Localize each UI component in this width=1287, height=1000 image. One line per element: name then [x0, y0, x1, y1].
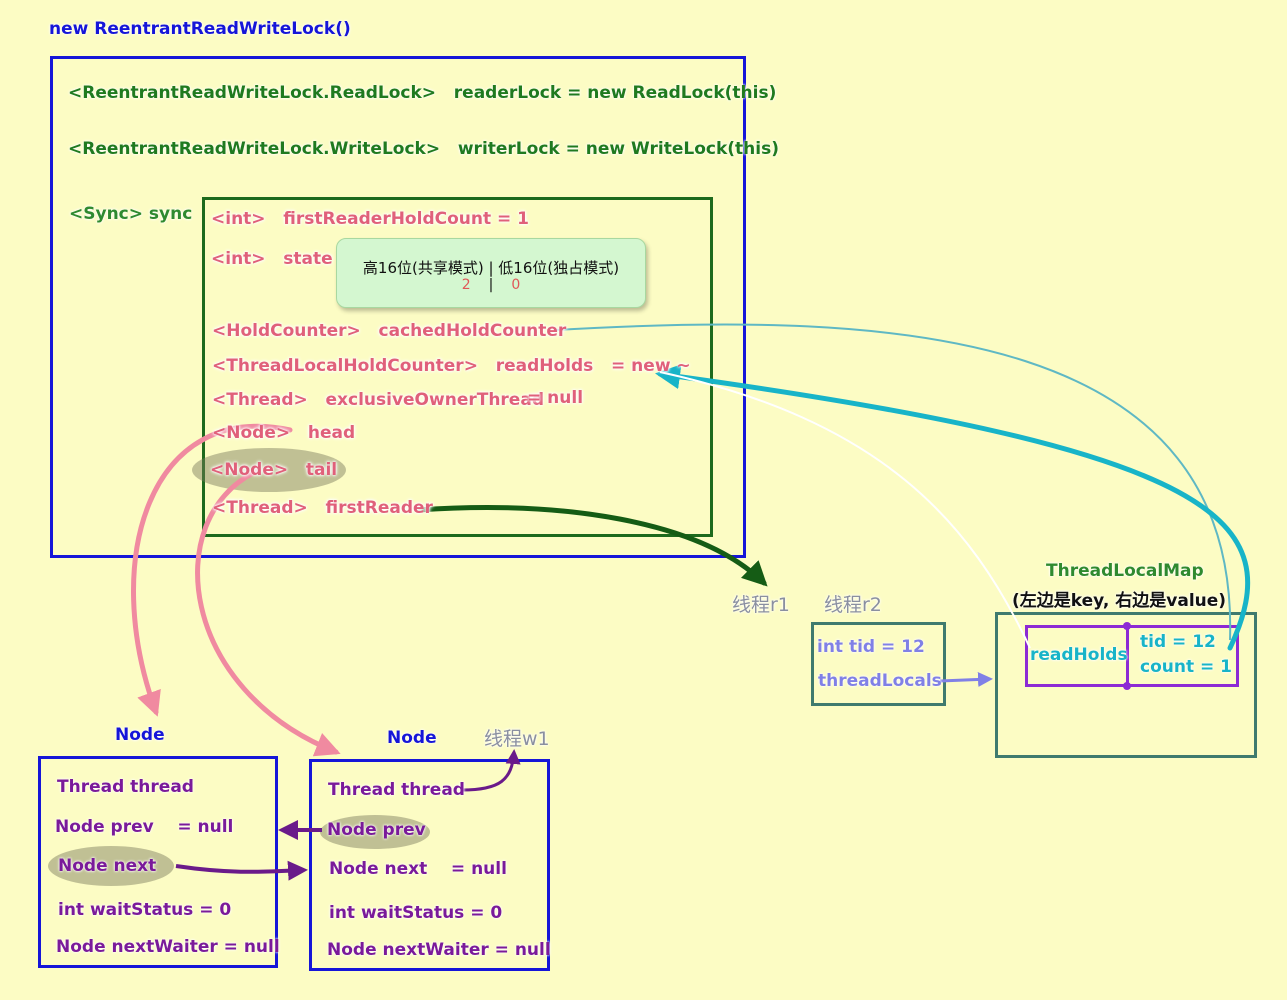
state-high-value: 2: [461, 277, 471, 293]
writer-lock-field: <ReentrantReadWriteLock.WriteLock> write…: [68, 139, 779, 159]
state-bits-header: 高16位(共享模式) | 低16位(独占模式): [362, 259, 620, 277]
head-field: <Node> head: [212, 423, 356, 443]
exclusive-owner-thread-value: = null: [527, 388, 584, 408]
thread-r2-tid: int tid = 12: [817, 637, 925, 657]
thread-r1-label: 线程r1: [732, 594, 790, 616]
first-reader-field: <Thread> firstReader: [212, 498, 433, 518]
state-field: <int> state =: [211, 249, 353, 269]
node2-box: [309, 759, 550, 971]
node1-next-waiter: Node nextWaiter = null: [56, 937, 280, 957]
diagram-title: new ReentrantReadWriteLock(): [49, 19, 351, 39]
node1-title: Node: [115, 725, 165, 745]
thread-w1-label: 线程w1: [484, 728, 550, 750]
node2-title: Node: [387, 728, 437, 748]
state-low-value: 0: [511, 277, 521, 293]
node1-prev: Node prev = null: [55, 817, 234, 837]
node2-thread: Thread thread: [328, 780, 465, 800]
node2-next: Node next = null: [329, 859, 507, 879]
entry-divider: [1126, 625, 1129, 687]
sync-field: <Sync> sync: [69, 204, 193, 224]
state-bits-card: 高16位(共享模式) | 低16位(独占模式) 2 | 0: [336, 238, 646, 308]
thread-r2-label: 线程r2: [824, 594, 882, 616]
state-bits-values: 2 | 0: [337, 277, 645, 293]
node2-next-waiter: Node nextWaiter = null: [327, 940, 551, 960]
first-reader-hold-count-field: <int> firstReaderHoldCount = 1: [211, 209, 530, 229]
thread-local-map-tid: tid = 12: [1140, 632, 1216, 652]
thread-r2-thread-locals: threadLocals: [818, 671, 942, 691]
rrwl-object-box: [50, 56, 746, 558]
node1-thread: Thread thread: [57, 777, 194, 797]
thread-local-map-key: readHolds: [1030, 645, 1128, 665]
node1-next-highlight: [48, 846, 174, 886]
node2-prev: Node prev: [327, 820, 426, 840]
thread-local-map-subtitle: (左边是key, 右边是value): [1012, 591, 1227, 611]
tail-field: <Node> tail: [210, 460, 338, 480]
thread-local-map-count: count = 1: [1140, 657, 1232, 677]
node1-wait-status: int waitStatus = 0: [58, 900, 232, 920]
cached-hold-counter-field: <HoldCounter> cachedHoldCounter: [212, 321, 567, 341]
node2-prev-highlight: [320, 815, 430, 849]
thread-r2-box: [811, 622, 946, 706]
read-holds-field: <ThreadLocalHoldCounter> readHolds = new…: [212, 356, 691, 376]
node1-box: [38, 756, 278, 968]
thread-local-map-title: ThreadLocalMap: [1046, 561, 1204, 581]
reader-lock-field: <ReentrantReadWriteLock.ReadLock> reader…: [68, 83, 777, 103]
thread-locals-arrow: [939, 671, 993, 687]
node1-next: Node next: [58, 856, 157, 876]
exclusive-owner-thread-field: <Thread> exclusiveOwnerThread: [212, 390, 544, 410]
node2-wait-status: int waitStatus = 0: [329, 903, 503, 923]
state-separator: |: [488, 277, 494, 293]
